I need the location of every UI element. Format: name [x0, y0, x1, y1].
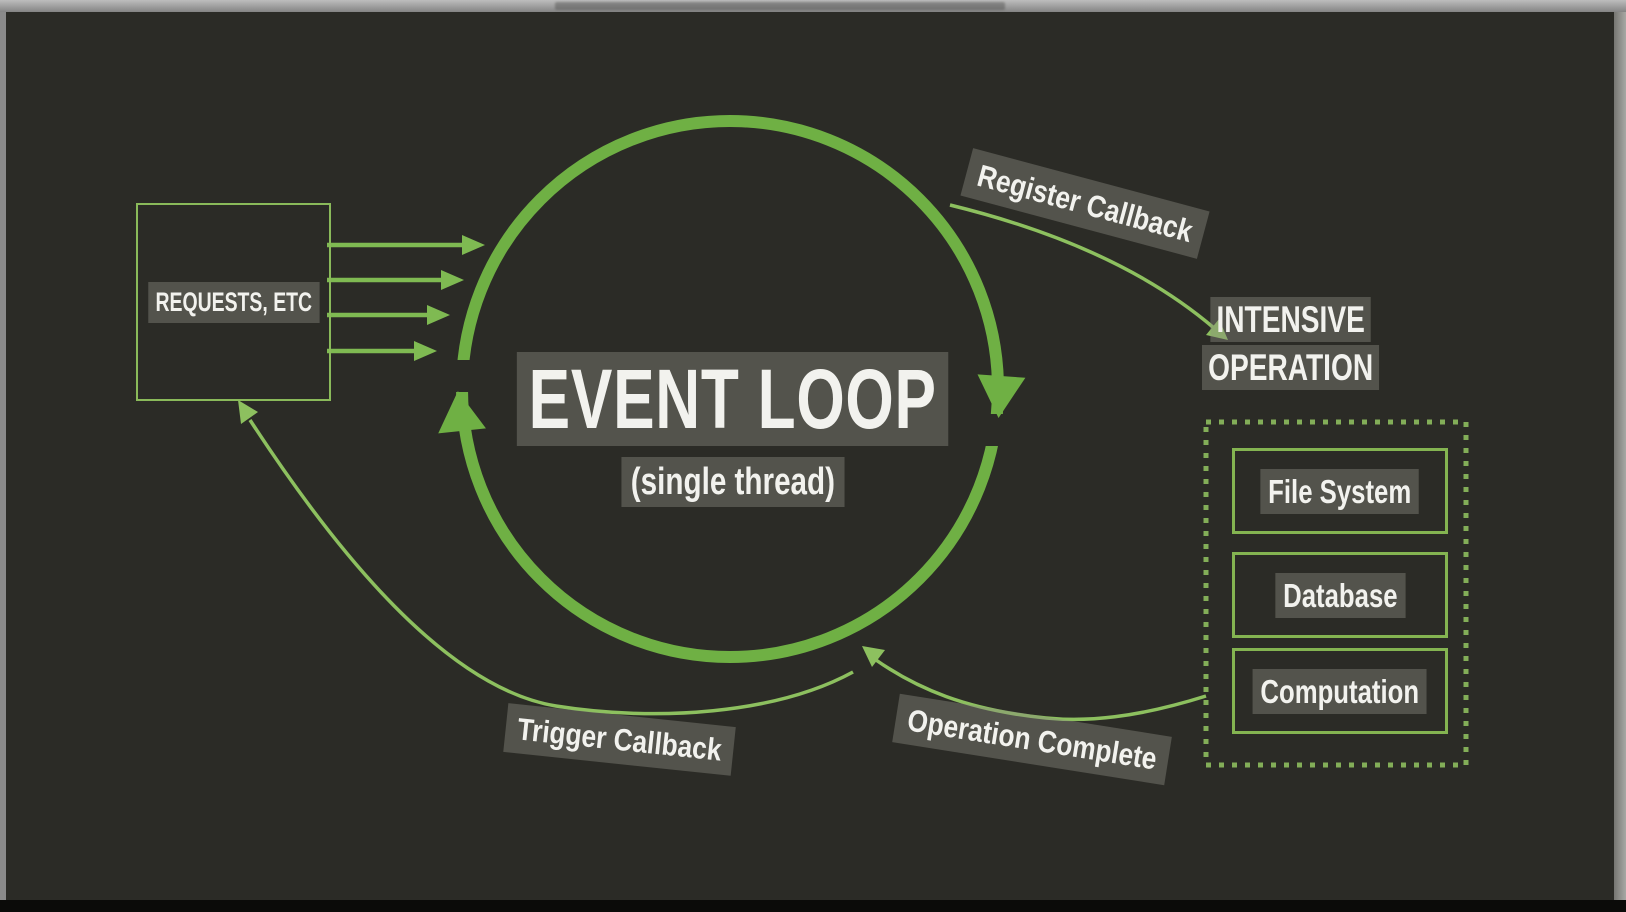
ring-arrowhead-down-icon [977, 374, 1026, 418]
window-top-bar-artifact [555, 2, 1005, 10]
diagram-canvas: REQUESTS, ETC EVENT LOOP (single thread)… [6, 12, 1614, 900]
request-arrowhead-icon [441, 270, 464, 290]
operation-complete-arrow [862, 646, 1207, 722]
ring-gap-left [440, 360, 478, 392]
request-arrowhead-icon [427, 305, 450, 325]
trigger-callback-arrowhead-icon [238, 400, 258, 424]
trigger-callback-curve [248, 419, 854, 716]
requests-box-label: REQUESTS, ETC [147, 281, 320, 323]
window-bottom-bar [0, 900, 1626, 912]
window-left-edge [0, 12, 6, 900]
requests-box: REQUESTS, ETC [136, 203, 331, 401]
request-arrowhead-icon [462, 235, 485, 255]
event-loop-ring [438, 115, 1026, 663]
operation-complete-arrowhead-icon [862, 646, 885, 667]
request-arrowhead-icon [414, 341, 437, 361]
trigger-callback-arrow [238, 400, 854, 716]
intensive-operation-dotted-box [1203, 419, 1469, 768]
intensive-operation-title-line1: INTENSIVE [1210, 296, 1372, 342]
intensive-operation-item-label: File System [1260, 468, 1420, 514]
window-right-edge [1614, 12, 1626, 900]
operation-complete-curve [874, 658, 1207, 722]
diagram-artwork [238, 115, 1469, 768]
register-callback-curve [949, 203, 1216, 330]
event-loop-subtitle: (single thread) [621, 457, 845, 507]
register-callback-arrowhead-icon [1206, 319, 1228, 340]
ring-gap-right [980, 414, 1020, 446]
window-top-bar [0, 0, 1626, 12]
intensive-operation-item-database: Database [1232, 552, 1448, 638]
request-arrows [327, 235, 485, 361]
register-callback-arrow [949, 203, 1228, 340]
intensive-operation-title-line2: OPERATION [1202, 344, 1380, 390]
intensive-operation-item-file-system: File System [1232, 448, 1448, 534]
intensive-operation-item-label: Database [1274, 572, 1406, 618]
intensive-operation-item-computation: Computation [1232, 648, 1448, 734]
intensive-operation-item-label: Computation [1252, 668, 1428, 714]
ring-arrowhead-up-icon [438, 391, 486, 434]
event-loop-title: EVENT LOOP [517, 352, 949, 446]
